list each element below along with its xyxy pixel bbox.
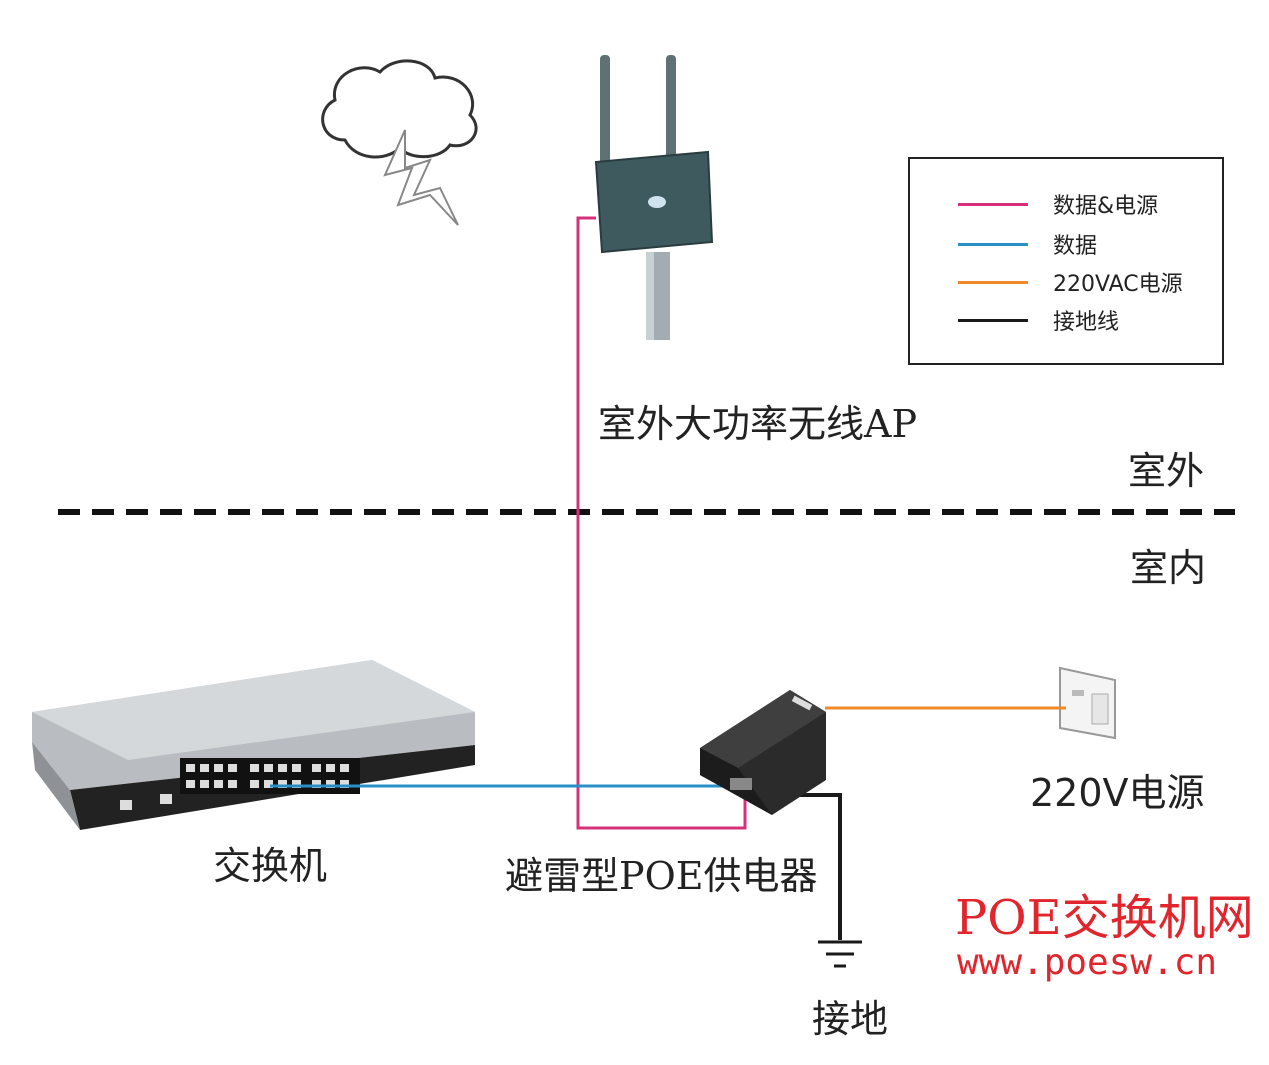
legend-swatch: [958, 318, 1028, 322]
ground-line: [790, 793, 842, 940]
network-switch-icon: [32, 660, 475, 830]
wall-outlet-icon: [1059, 666, 1116, 740]
ground-label: 接地: [812, 997, 889, 1041]
legend-item-ground: 接地线: [958, 305, 1119, 335]
legend-swatch: [958, 242, 1028, 246]
legend-item-data: 数据: [958, 229, 1097, 259]
ground-symbol-icon: [818, 940, 862, 968]
legend-item-ac-power: 220VAC电源: [958, 267, 1183, 297]
outdoor-label: 室外: [1128, 449, 1205, 493]
legend-label: 数据: [1053, 234, 1098, 259]
lightning-cloud-icon: [321, 59, 478, 226]
switch-label: 交换机: [213, 844, 328, 888]
legend-label: 数据&电源: [1053, 194, 1159, 219]
legend-swatch: [958, 280, 1028, 284]
ap-label: 室外大功率无线AP: [598, 402, 918, 446]
legend-label: 接地线: [1053, 310, 1120, 335]
legend-item-data-power: 数据&电源: [958, 189, 1158, 219]
outdoor-ap-icon: [594, 55, 714, 340]
legend-swatch: [958, 202, 1028, 206]
brand-name: POE交换机网: [955, 890, 1254, 946]
data-power-line: [576, 216, 747, 830]
poe-injector-icon: [700, 690, 826, 815]
brand-url: www.poesw.cn: [957, 942, 1218, 983]
power-220v-label: 220V电源: [1030, 771, 1205, 815]
legend-label: 220VAC电源: [1053, 272, 1183, 297]
indoor-label: 室内: [1130, 546, 1207, 590]
poe-injector-label: 避雷型POE供电器: [505, 854, 818, 898]
legend: 数据&电源 数据 220VAC电源 接地线: [908, 157, 1224, 365]
